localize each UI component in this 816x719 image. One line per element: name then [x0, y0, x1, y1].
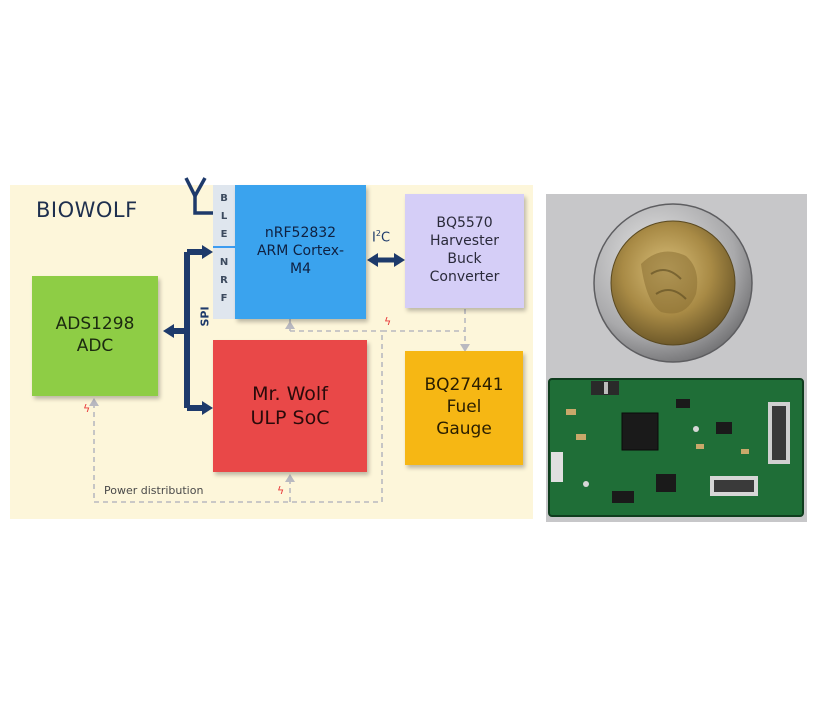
harvester-line: Converter — [429, 268, 500, 285]
gauge-line: Gauge — [436, 418, 492, 439]
spi-arrowheads — [163, 245, 213, 415]
harvester-line: Harvester — [430, 233, 499, 250]
i2c-superscript: 2 — [375, 229, 381, 238]
nrf-letter: N — [219, 257, 229, 268]
antenna-icon — [184, 177, 213, 215]
harvester-line: Buck — [447, 251, 482, 267]
i2c-suffix: C — [380, 230, 391, 246]
harvester-line: BQ5570 — [436, 215, 493, 232]
mcu-line: ARM Cortex- — [256, 243, 345, 260]
spi-label: SPI — [198, 306, 212, 327]
gauge-line: BQ27441 — [424, 375, 504, 396]
ble-nrf-strip: B L E N R F — [213, 185, 235, 319]
mcu-block: nRF52832 ARM Cortex- M4 — [235, 185, 366, 319]
power-arrowheads — [89, 321, 470, 482]
nrf-letter: R — [220, 275, 228, 286]
ble-letter: B — [220, 193, 228, 204]
diagram-title: BIOWOLF — [36, 198, 138, 222]
board-photo-illustration — [548, 203, 804, 517]
power-bolt-icon: ϟ — [384, 315, 392, 328]
pcb-board-icon — [548, 378, 804, 517]
power-bolt-icon: ϟ — [83, 402, 91, 415]
soc-block: Mr. Wolf ULP SoC — [213, 340, 367, 472]
adc-line: ADS1298 — [55, 314, 135, 335]
soc-line: Mr. Wolf — [252, 382, 328, 405]
i2c-prefix: I — [372, 230, 376, 246]
ble-letter: E — [220, 229, 228, 240]
adc-block: ADS1298 ADC — [32, 276, 158, 396]
strip-divider — [213, 246, 235, 248]
nrf-letter: F — [220, 293, 228, 304]
spi-bus — [172, 249, 205, 411]
gauge-line: Fuel — [446, 397, 482, 418]
harvester-block: BQ5570 Harvester Buck Converter — [405, 194, 524, 308]
soc-line: ULP SoC — [250, 407, 330, 429]
mcu-line: nRF52832 — [264, 225, 337, 242]
fuel-gauge-block: BQ27441 Fuel Gauge — [405, 351, 523, 465]
i2c-link — [367, 253, 405, 267]
adc-line: ADC — [76, 336, 114, 356]
coin-icon — [593, 203, 753, 363]
power-distribution-label: Power distribution — [104, 484, 204, 497]
board-photo — [546, 194, 807, 522]
mcu-line: M4 — [290, 260, 311, 277]
i2c-label: I2C — [372, 229, 390, 245]
power-bolt-icon: ϟ — [277, 484, 285, 497]
ble-letter: L — [220, 211, 228, 222]
